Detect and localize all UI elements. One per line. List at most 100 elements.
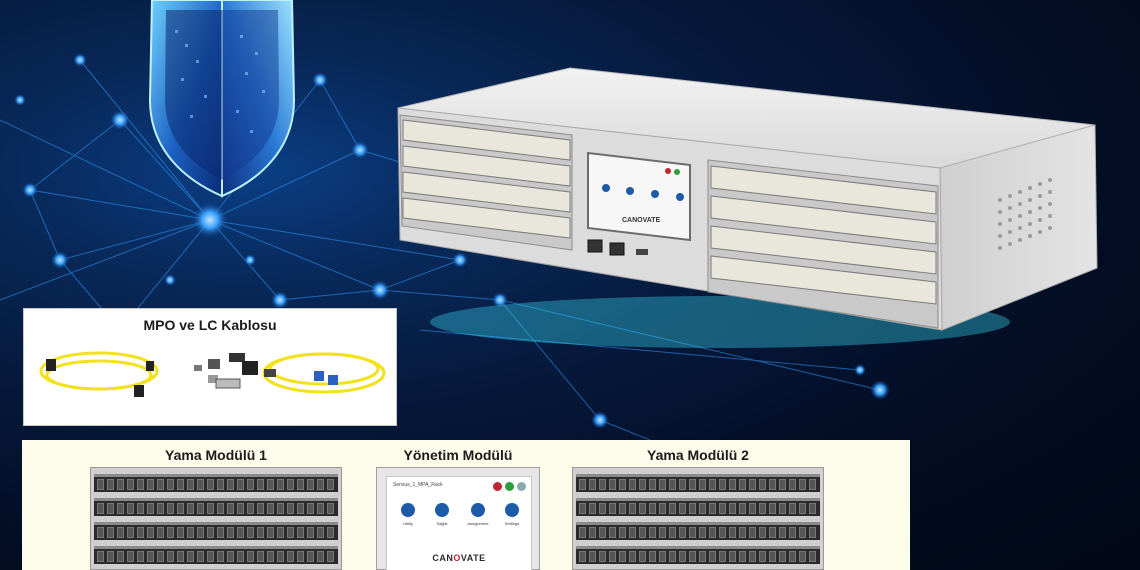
port-cell	[187, 503, 194, 514]
port-cell	[739, 479, 746, 490]
user-icon	[517, 482, 526, 491]
port-cell	[579, 503, 586, 514]
port-cell	[157, 503, 164, 514]
port-cell	[599, 551, 606, 562]
port-cell	[307, 551, 314, 562]
left-port-rows	[402, 119, 571, 239]
port-cell	[719, 503, 726, 514]
port-cell	[157, 527, 164, 538]
port-cell	[789, 503, 796, 514]
port-cell	[177, 503, 184, 514]
tile-health[interactable]: Sağlık	[431, 503, 453, 537]
settings-icon	[505, 503, 519, 517]
port-cell	[167, 527, 174, 538]
port-cell	[589, 527, 596, 538]
port-cell	[809, 551, 816, 562]
port-cell	[669, 527, 676, 538]
port-cell	[749, 479, 756, 490]
port-cell	[317, 503, 324, 514]
port-cell	[799, 527, 806, 538]
port-cell	[609, 503, 616, 514]
port-cell	[739, 503, 746, 514]
port-cell	[297, 479, 304, 490]
port-cell	[659, 503, 666, 514]
port-cell	[187, 551, 194, 562]
status-icon	[505, 482, 514, 491]
port-cell	[709, 527, 716, 538]
lc-connector-icon	[194, 353, 276, 389]
port-cell	[669, 503, 676, 514]
port-cell	[277, 527, 284, 538]
port-cell	[709, 503, 716, 514]
port-cell	[267, 479, 274, 490]
port-cell	[147, 527, 154, 538]
port-cell	[217, 479, 224, 490]
tile-assignment[interactable]: Assignment	[467, 503, 489, 537]
screen-brand: CANOVATE	[622, 217, 661, 224]
port-cell	[749, 527, 756, 538]
port-cell	[257, 527, 264, 538]
port-row	[576, 546, 820, 564]
network-nodes	[14, 53, 890, 468]
tile-label: Sağlık	[436, 521, 448, 526]
port-cell	[729, 551, 736, 562]
port-cell	[247, 527, 254, 538]
management-module-title: Yönetim Modülü	[403, 447, 513, 463]
port-row	[576, 498, 820, 516]
port-cell	[327, 551, 334, 562]
port-cell	[237, 479, 244, 490]
port-cell	[157, 479, 164, 490]
port-cell	[679, 503, 686, 514]
management-screen: Sensus_1_MPA_Rack Utility Sağlık Assignm…	[386, 476, 532, 570]
port-cell	[689, 503, 696, 514]
port-cell	[589, 551, 596, 562]
port-cell	[579, 551, 586, 562]
port-cell	[719, 479, 726, 490]
port-cell	[247, 503, 254, 514]
port-cell	[779, 479, 786, 490]
port-cell	[167, 503, 174, 514]
port-cell	[97, 527, 104, 538]
port-cell	[297, 551, 304, 562]
port-cell	[779, 503, 786, 514]
port-cell	[207, 527, 214, 538]
port-row	[94, 546, 338, 564]
port-cell	[267, 551, 274, 562]
port-cell	[247, 551, 254, 562]
port-cell	[799, 551, 806, 562]
port-cell	[107, 503, 114, 514]
port-cell	[227, 551, 234, 562]
port-cell	[177, 551, 184, 562]
port-cell	[589, 479, 596, 490]
port-cell	[287, 503, 294, 514]
tile-label: Assignment	[467, 521, 489, 526]
port-cell	[227, 527, 234, 538]
usb-port-icon	[636, 249, 648, 255]
port-cell	[187, 479, 194, 490]
port-cell	[599, 479, 606, 490]
tile-settings[interactable]: Settings	[501, 503, 523, 537]
port-cell	[689, 527, 696, 538]
tile-utility[interactable]: Utility	[397, 503, 419, 537]
port-row	[94, 498, 338, 516]
port-cell	[247, 479, 254, 490]
port-cell	[749, 551, 756, 562]
shield-icon	[148, 0, 296, 198]
port-cell	[97, 479, 104, 490]
port-cell	[629, 551, 636, 562]
port-cell	[257, 551, 264, 562]
port-cell	[127, 479, 134, 490]
port-cell	[609, 479, 616, 490]
tile-label: Settings	[504, 521, 520, 526]
port-cell	[147, 503, 154, 514]
port-cell	[729, 527, 736, 538]
port-cell	[117, 527, 124, 538]
screen-status-icon	[674, 169, 680, 175]
port-cell	[619, 479, 626, 490]
port-cell	[799, 503, 806, 514]
port-cell	[599, 503, 606, 514]
port-cell	[659, 527, 666, 538]
vent-grid	[998, 178, 1052, 250]
patch-module-1	[90, 467, 342, 570]
port-cell	[579, 527, 586, 538]
